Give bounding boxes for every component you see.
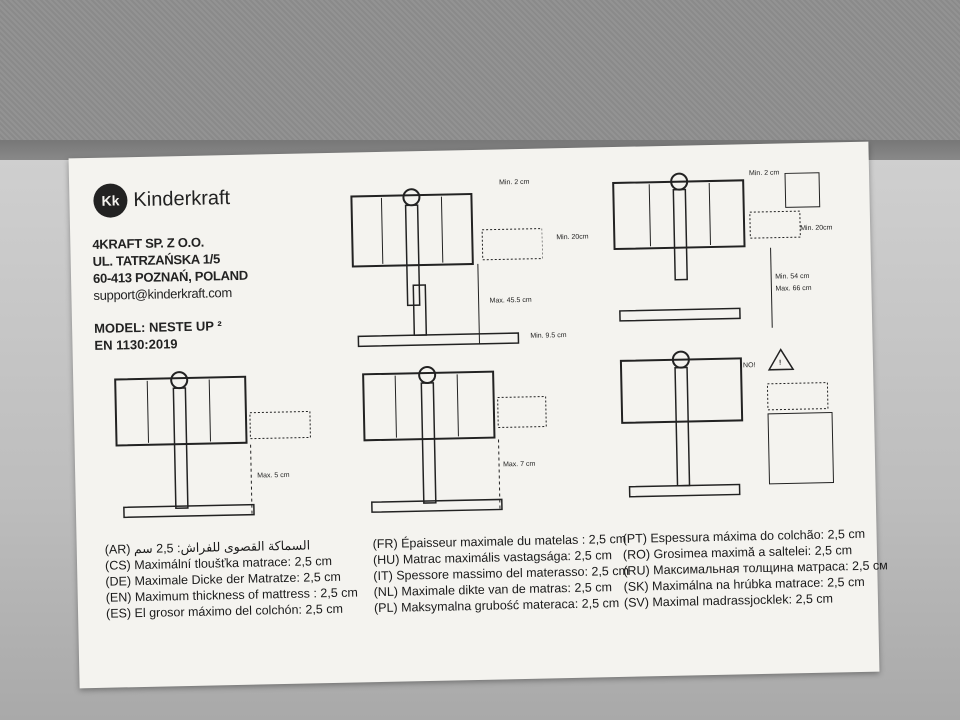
label-max5: Max. 5 cm [257, 471, 290, 480]
lang-col-3: (PT) Espessura máxima do colchão: 2,5 cm… [622, 525, 888, 611]
diagram-crib-no-gap [617, 342, 840, 507]
diagram-crib-gap-middle [355, 360, 558, 524]
label-no: NO! [742, 362, 756, 370]
model-block: MODEL: NESTE UP ² EN 1130:2019 [94, 317, 222, 354]
brand-name: Kinderkraft [133, 186, 231, 211]
address-block: 4KRAFT SP. Z O.O. UL. TATRZAŃSKA 1/5 60-… [92, 233, 248, 304]
warning-icon: ! [778, 359, 782, 367]
label-max455: Max. 45.5 cm [489, 296, 532, 305]
diagram-crib-height-top [341, 183, 545, 357]
lang-col-1: (AR) السماكة القصوى للفراش: 2,5 سم (CS) … [105, 536, 359, 621]
label-min20-b: Min. 20cm [800, 224, 833, 233]
standard: EN 1130:2019 [94, 336, 178, 353]
product-label: Kk Kinderkraft 4KRAFT SP. Z O.O. UL. TAT… [68, 141, 888, 689]
model-name: MODEL: NESTE UP ² [93, 318, 222, 336]
lang-col-2: (FR) Épaisseur maximale du matelas : 2,5… [373, 531, 630, 616]
label-max66: Max. 66 cm [775, 284, 812, 293]
diagram-crib-height-right [609, 167, 833, 342]
label-min95: Min. 9.5 cm [530, 332, 567, 340]
support-email: support@kinderkraft.com [93, 285, 233, 303]
label-min2-a: Min. 2 cm [499, 178, 530, 187]
label-min2-b: Min. 2 cm [748, 169, 780, 178]
label-min54: Min. 54 cm [775, 272, 810, 281]
kinderkraft-logo-icon: Kk [93, 183, 128, 218]
diagram-crib-gap-left [103, 365, 316, 529]
brand: Kk Kinderkraft [93, 181, 230, 218]
label-max7: Max. 7 cm [502, 460, 536, 469]
label-min20-a: Min. 20cm [556, 233, 589, 242]
